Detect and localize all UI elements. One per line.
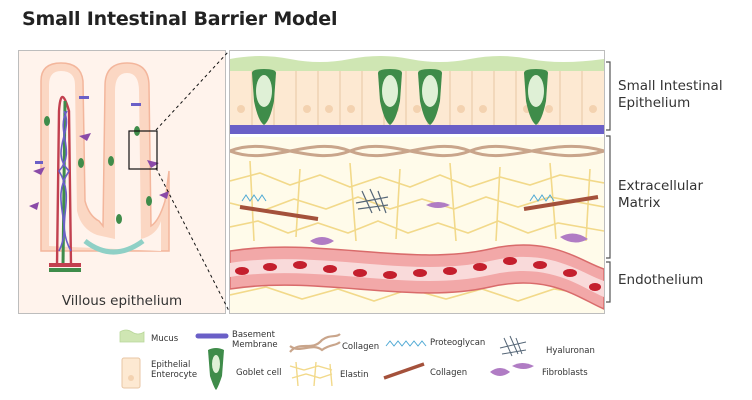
proteoglycans <box>241 194 555 202</box>
legend-goblet-label: Goblet cell <box>236 368 282 378</box>
legend-collagen-fiber-label: Collagen <box>342 342 380 352</box>
collagen-rods <box>239 195 599 221</box>
region-label-endothelium: Endothelium <box>618 272 704 288</box>
legend-collagen-rod-label: Collagen <box>430 368 468 378</box>
legend-mucus-label: Mucus <box>151 334 179 344</box>
goblet-cells <box>252 69 548 125</box>
legend-elastin-label: Elastin <box>340 370 369 380</box>
barrier-cross-section-panel <box>229 50 605 314</box>
villous-epithelium-panel: Villous epithelium <box>18 50 226 314</box>
collagen-fibers <box>230 144 604 158</box>
barrier-illustration <box>230 56 604 313</box>
legend-enterocyte-label: Epithelial Enterocyte <box>151 360 198 380</box>
blood-vessel <box>230 244 604 310</box>
legend-basement-label: Basement Membrane <box>232 330 278 350</box>
legend-elastin-swatch <box>289 361 333 387</box>
legend-mucus-swatch <box>119 329 145 343</box>
legend-collagen-rod-swatch <box>383 362 425 380</box>
legend-collagen-fiber-swatch <box>289 333 341 353</box>
legend-enterocyte-swatch <box>121 357 141 389</box>
page-title: Small Intestinal Barrier Model <box>22 8 338 30</box>
region-label-epithelium: Small Intestinal Epithelium <box>618 78 723 111</box>
region-label-ecm: Extracellular Matrix <box>618 178 703 211</box>
fibroblasts <box>310 202 588 245</box>
legend-fibroblasts-label: Fibroblasts <box>542 368 588 378</box>
legend-hyaluronan-swatch <box>499 335 527 357</box>
mucus-layer <box>230 56 604 73</box>
legend-hyaluronan-label: Hyaluronan <box>546 346 595 356</box>
legend-proteoglycan-label: Proteoglycan <box>430 338 486 348</box>
villus-illustration <box>19 51 225 313</box>
villous-epithelium-caption: Villous epithelium <box>61 293 183 309</box>
legend-fibroblast-swatch <box>490 363 534 376</box>
basement-membrane <box>230 125 604 134</box>
legend-proteoglycan-swatch <box>385 340 427 347</box>
hyaluronan <box>355 188 389 214</box>
